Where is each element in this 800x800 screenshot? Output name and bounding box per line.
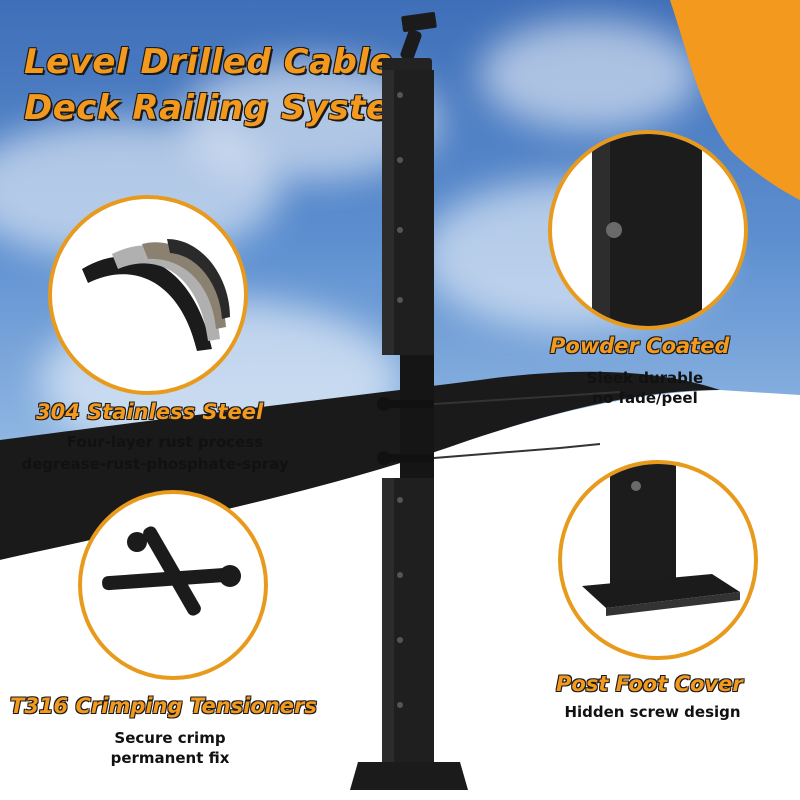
cable-1 — [433, 395, 560, 405]
lower-hole-1 — [397, 497, 403, 503]
post-closeup-icon — [592, 134, 702, 326]
headline-line-2: Deck Railing System — [24, 88, 426, 128]
upper-hole-1 — [397, 92, 403, 98]
tensioners-desc-2: permanent fix — [110, 749, 230, 767]
upper-post-shade — [382, 70, 394, 355]
lower-post-shade — [382, 478, 394, 763]
post-base-icon — [582, 464, 740, 616]
base-plate — [350, 762, 468, 790]
tensioner-1-body — [384, 400, 434, 408]
railing-post-illustration — [350, 11, 560, 790]
cable-2 — [433, 447, 560, 459]
stainless-title: 304 Stainless Steel — [36, 400, 264, 424]
crimp-tensioner-icon — [102, 526, 241, 616]
powder-desc-2: no fade/peel — [592, 389, 698, 407]
layered-steel-icon — [82, 239, 230, 351]
cloud-5 — [480, 20, 700, 130]
orange-corner-swoosh — [670, 0, 800, 200]
powder-coated-circle — [548, 130, 748, 330]
foot-title: Post Foot Cover — [556, 672, 743, 696]
tensioner-1-head — [377, 397, 391, 411]
lower-hole-3 — [397, 637, 403, 643]
tensioners-desc-1: Secure crimp — [114, 729, 226, 747]
powder-title: Powder Coated — [550, 334, 730, 358]
tensioners-title: T316 Crimping Tensioners — [10, 694, 317, 718]
powder-desc-1: Sleek durable — [586, 369, 704, 387]
headline-line-1: Level Drilled Cable — [24, 42, 394, 82]
stainless-desc-2: degrease-rust-phosphate-spray — [21, 455, 289, 473]
lower-hole-4 — [397, 702, 403, 708]
upper-hole-2 — [397, 157, 403, 163]
top-swivel — [400, 29, 422, 61]
stainless-steel-circle — [48, 195, 248, 395]
stainless-desc-1: Four-layer rust process — [66, 433, 264, 451]
upper-hole-4 — [397, 297, 403, 303]
top-saddle — [401, 11, 437, 33]
tensioner-2-body — [384, 454, 434, 462]
upper-hole-3 — [397, 227, 403, 233]
tensioners-circle — [78, 490, 268, 680]
foot-cover-circle — [558, 460, 758, 660]
foot-desc-1: Hidden screw design — [564, 703, 741, 721]
tensioner-2-head — [377, 451, 391, 465]
lower-hole-2 — [397, 572, 403, 578]
